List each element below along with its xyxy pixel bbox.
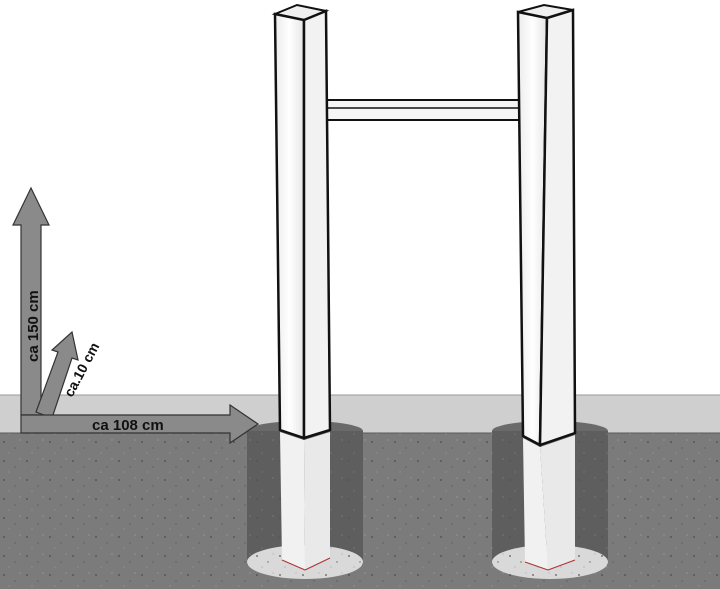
height-arrow bbox=[12, 186, 50, 416]
width-label: ca 108 cm bbox=[92, 417, 164, 434]
crossbar bbox=[319, 99, 529, 121]
sky-background bbox=[0, 0, 720, 395]
height-label: ca 150 cm bbox=[25, 290, 42, 362]
left-post bbox=[271, 3, 332, 571]
dimension-arrows bbox=[12, 186, 260, 445]
depth-arrow bbox=[35, 330, 79, 419]
width-arrow bbox=[20, 403, 260, 445]
right-post bbox=[516, 3, 577, 571]
